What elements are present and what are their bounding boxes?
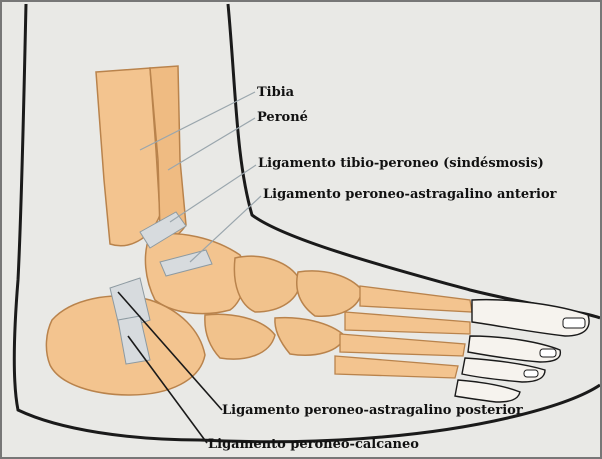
- label-ligament-posterior: Ligamento peroneo-astragalino posterior: [222, 404, 523, 417]
- label-perone: Peroné: [257, 111, 308, 124]
- toenail-1: [563, 318, 585, 328]
- label-sindesmosis: Ligamento tibio-peroneo (sindésmosis): [258, 157, 544, 170]
- label-tibia: Tibia: [257, 86, 294, 99]
- label-ligament-anterior: Ligamento peroneo-astragalino anterior: [263, 188, 556, 201]
- label-ligament-calcaneo: Ligamento peroneo-calcaneo: [208, 438, 419, 451]
- toenail-2: [540, 349, 556, 357]
- toenail-3: [524, 370, 538, 377]
